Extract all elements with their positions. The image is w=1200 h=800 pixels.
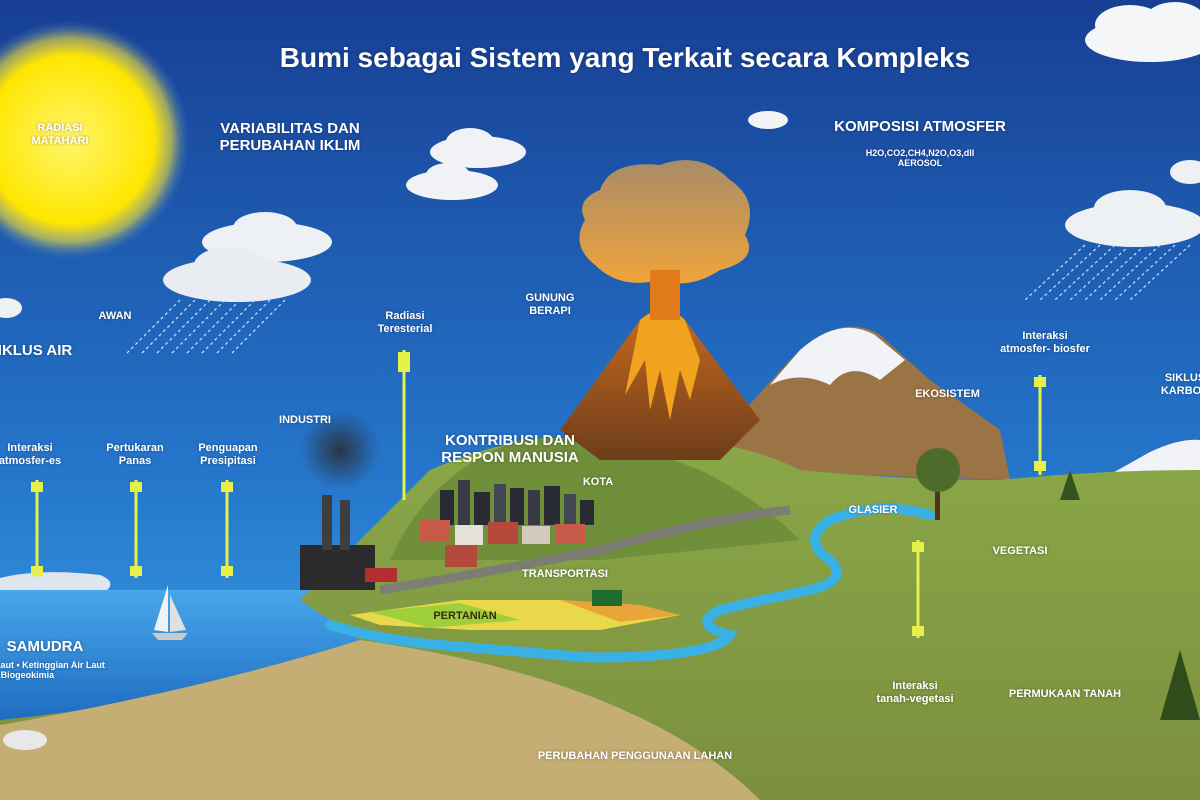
up-arrow-icon [221,480,233,578]
label-interaksi-atm-es: Interaksi atmosfer-es [0,442,62,467]
up-arrow-icon [130,480,142,578]
beach [0,640,760,800]
label-pertukaran-panas: Pertukaran Panas [106,442,164,467]
label-samudra-sub: Laut • Ketinggian Air Laut • Biogeokimia [0,660,105,681]
label-gunung-berapi: GUNUNG BERAPI [525,292,575,317]
cloud-icon [748,111,788,129]
ash-cloud [579,160,750,284]
tree-icon [916,448,1200,720]
cloud-icon [0,160,1200,318]
cloud-icon [1085,2,1200,62]
factory-icon [300,410,380,590]
label-perubahan-lahan: PERUBAHAN PENGGUNAAN LAHAN [537,750,733,762]
label-glasier: GLASIER [848,504,898,516]
up-arrow-icon [31,480,43,578]
label-ekosistem: EKOSISTEM [915,388,980,400]
road [379,505,791,595]
volcano [560,310,760,460]
label-pertanian: PERTANIAN [433,610,497,622]
car-icon [365,568,397,582]
label-vegetasi: VEGETASI [992,545,1048,557]
label-siklus-air: SIKLUS AIR [0,342,73,359]
label-siklus-karbon: SIKLUS KARBON [1160,372,1200,397]
label-radiasi-terestrial: Radiasi Teresterial [377,310,433,335]
city-icon [420,480,594,567]
label-kontribusi: KONTRIBUSI DAN RESPON MANUSIA [441,432,579,467]
page-title: Bumi sebagai Sistem yang Terkait secara … [279,42,971,73]
label-transportasi: TRANSPORTASI [522,568,608,580]
label-radiasi-matahari: RADIASI MATAHARI [31,122,89,147]
label-penguapan: Penguapan Presipitasi [198,442,258,467]
cloud-icon [406,128,526,200]
sailboat-icon [152,585,188,640]
up-arrow-icon [912,540,924,638]
up-arrow-icon [1034,375,1046,475]
sun-icon [0,20,190,260]
label-permukaan-tanah: PERMUKAAN TANAH [1008,688,1122,700]
seagull-icon [3,730,47,750]
label-interaksi-atm-bio: Interaksi atmosfer- biosfer [1000,330,1090,355]
rain-cloud-icon [1024,190,1200,301]
up-arrow-icon [398,350,410,500]
label-komposisi: KOMPOSISI ATMOSFER [834,118,1006,135]
label-interaksi-tanah: Interaksi tanah-vegetasi [876,680,954,705]
river [325,503,935,663]
tractor-icon [592,590,622,606]
label-kota: KOTA [582,476,614,488]
label-samudra: SAMUDRA [6,638,84,655]
label-gas-list: H2O,CO2,CH4,N2O,O3,dll AEROSOL [865,148,975,169]
rain-cloud-icon [124,212,332,356]
snow-mountain [690,326,1010,480]
label-variabilitas: VARIABILITAS DAN PERUBAHAN IKLIM [219,120,361,155]
label-industri: INDUSTRI [279,414,331,426]
label-awan: AWAN [98,310,132,322]
